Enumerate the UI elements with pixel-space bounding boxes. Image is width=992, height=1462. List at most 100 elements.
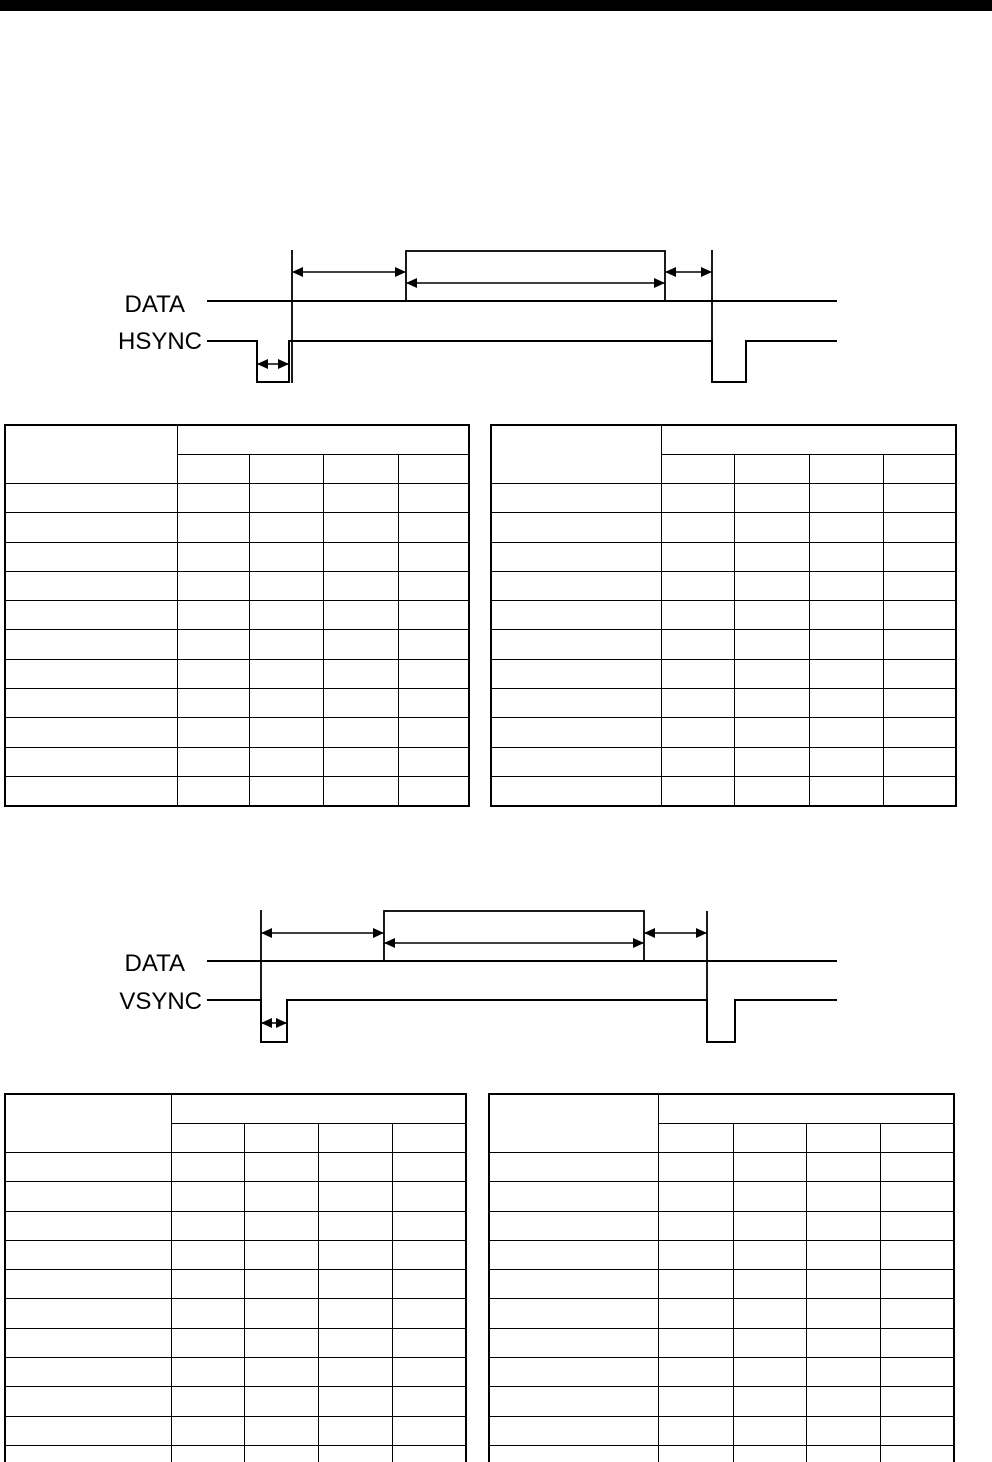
row-label-cell — [488, 1210, 659, 1241]
row-label-cell — [4, 1386, 172, 1417]
value-cell — [317, 1269, 393, 1300]
row-label-cell — [488, 1386, 659, 1417]
value-cell — [243, 1444, 319, 1462]
value-cell — [732, 1151, 807, 1183]
value-cell — [808, 600, 884, 631]
row-label-cell — [4, 1415, 172, 1446]
col-header-cell — [317, 1123, 393, 1153]
value-cell — [657, 1181, 734, 1212]
table-row — [4, 1298, 467, 1329]
value-cell — [657, 1239, 734, 1271]
table-row — [4, 1444, 467, 1462]
values-header-cell — [660, 424, 957, 455]
value-cell — [248, 482, 324, 514]
table-row — [4, 512, 470, 543]
value-cell — [170, 1239, 245, 1271]
row-label-cell — [4, 717, 178, 748]
value-cell — [391, 1327, 467, 1359]
table-row — [488, 1239, 955, 1271]
value-cell — [397, 541, 470, 572]
value-cell — [805, 1444, 881, 1462]
row-label-cell — [490, 541, 662, 572]
row-label-cell — [490, 570, 662, 602]
row-label-cell — [4, 746, 178, 777]
value-cell — [248, 658, 324, 690]
value-cell — [805, 1415, 881, 1446]
row-label-cell — [4, 658, 178, 690]
value-cell — [808, 482, 884, 514]
value-cell — [176, 629, 250, 660]
value-cell — [170, 1415, 245, 1446]
value-cell — [805, 1357, 881, 1388]
col-header-cell — [322, 454, 399, 484]
value-cell — [808, 512, 884, 543]
value-cell — [176, 512, 250, 543]
value-cell — [660, 512, 735, 543]
table-row — [5, 1123, 467, 1153]
value-cell — [397, 746, 470, 777]
value-cell — [879, 1269, 955, 1300]
table-row — [491, 454, 957, 484]
row-label-cell — [4, 1239, 172, 1271]
value-cell — [879, 1444, 955, 1462]
value-cell — [391, 1415, 467, 1446]
valid-data-box — [383, 910, 645, 962]
table-row — [488, 1444, 955, 1462]
value-cell — [732, 1269, 807, 1300]
value-cell — [732, 1327, 807, 1359]
value-cell — [176, 658, 250, 690]
value-cell — [808, 746, 884, 777]
value-cell — [733, 775, 810, 807]
row-label-cell — [4, 1444, 172, 1462]
value-cell — [322, 541, 399, 572]
table-row — [488, 1181, 955, 1212]
value-cell — [317, 1210, 393, 1241]
parameter-header-cell — [490, 424, 662, 484]
value-cell — [660, 541, 735, 572]
value-cell — [170, 1327, 245, 1359]
row-label-cell — [4, 775, 178, 807]
value-cell — [322, 570, 399, 602]
table-row — [4, 482, 470, 514]
value-cell — [808, 775, 884, 807]
table-row — [490, 717, 957, 748]
value-cell — [879, 1298, 955, 1329]
value-cell — [732, 1357, 807, 1388]
value-cell — [170, 1181, 245, 1212]
value-cell — [243, 1151, 319, 1183]
value-cell — [397, 570, 470, 602]
row-label-cell — [4, 600, 178, 631]
row-label-cell — [490, 658, 662, 690]
table-row — [4, 1093, 467, 1153]
table-row — [488, 1093, 955, 1153]
table-row — [4, 1239, 467, 1271]
value-cell — [733, 717, 810, 748]
value-cell — [879, 1327, 955, 1359]
value-cell — [660, 600, 735, 631]
value-cell — [248, 570, 324, 602]
row-label-cell — [490, 746, 662, 777]
table-row — [4, 1210, 467, 1241]
value-cell — [805, 1151, 881, 1183]
table-row — [4, 688, 470, 719]
col-header-cell — [732, 1123, 807, 1153]
value-cell — [657, 1444, 734, 1462]
value-cell — [391, 1386, 467, 1417]
value-cell — [732, 1239, 807, 1271]
value-cell — [170, 1386, 245, 1417]
value-cell — [243, 1357, 319, 1388]
value-cell — [317, 1151, 393, 1183]
col-header-cell — [879, 1123, 955, 1153]
value-cell — [732, 1210, 807, 1241]
value-cell — [317, 1386, 393, 1417]
value-cell — [248, 775, 324, 807]
value-cell — [882, 629, 957, 660]
row-label-cell — [488, 1269, 659, 1300]
table-row — [490, 658, 957, 690]
value-cell — [882, 482, 957, 514]
value-cell — [733, 658, 810, 690]
upper-right-table — [490, 424, 957, 808]
col-header-cell — [397, 454, 470, 484]
value-cell — [660, 482, 735, 514]
